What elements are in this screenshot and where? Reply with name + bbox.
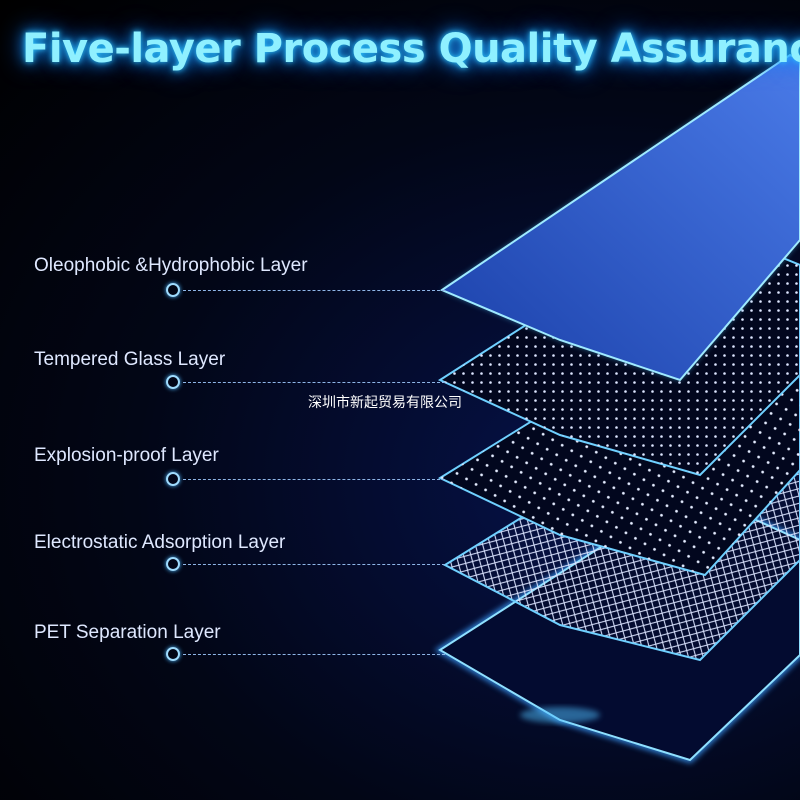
leader-line-oleophobic [183,290,445,291]
label-oleophobic-layer: Oleophobic &Hydrophobic Layer [34,255,308,276]
leader-line-electrostatic [183,564,445,565]
label-explosion-proof-layer: Explosion-proof Layer [34,445,219,466]
marker-pet-separation-icon [166,647,180,661]
page-title: Five-layer Process Quality Assurance [22,26,800,72]
watermark-text: 深圳市新起贸易有限公司 [308,395,462,411]
leader-line-explosion-proof [183,479,445,480]
leader-line-pet-separation [183,654,445,655]
label-tempered-glass-layer: Tempered Glass Layer [34,349,226,370]
label-electrostatic-layer: Electrostatic Adsorption Layer [34,532,286,553]
marker-tempered-glass-icon [166,375,180,389]
leader-line-tempered-glass [183,382,445,383]
oleophobic-layer-sheet [439,53,800,382]
label-pet-separation-layer: PET Separation Layer [34,622,221,643]
marker-electrostatic-icon [166,557,180,571]
marker-oleophobic-icon [166,283,180,297]
marker-explosion-proof-icon [166,472,180,486]
